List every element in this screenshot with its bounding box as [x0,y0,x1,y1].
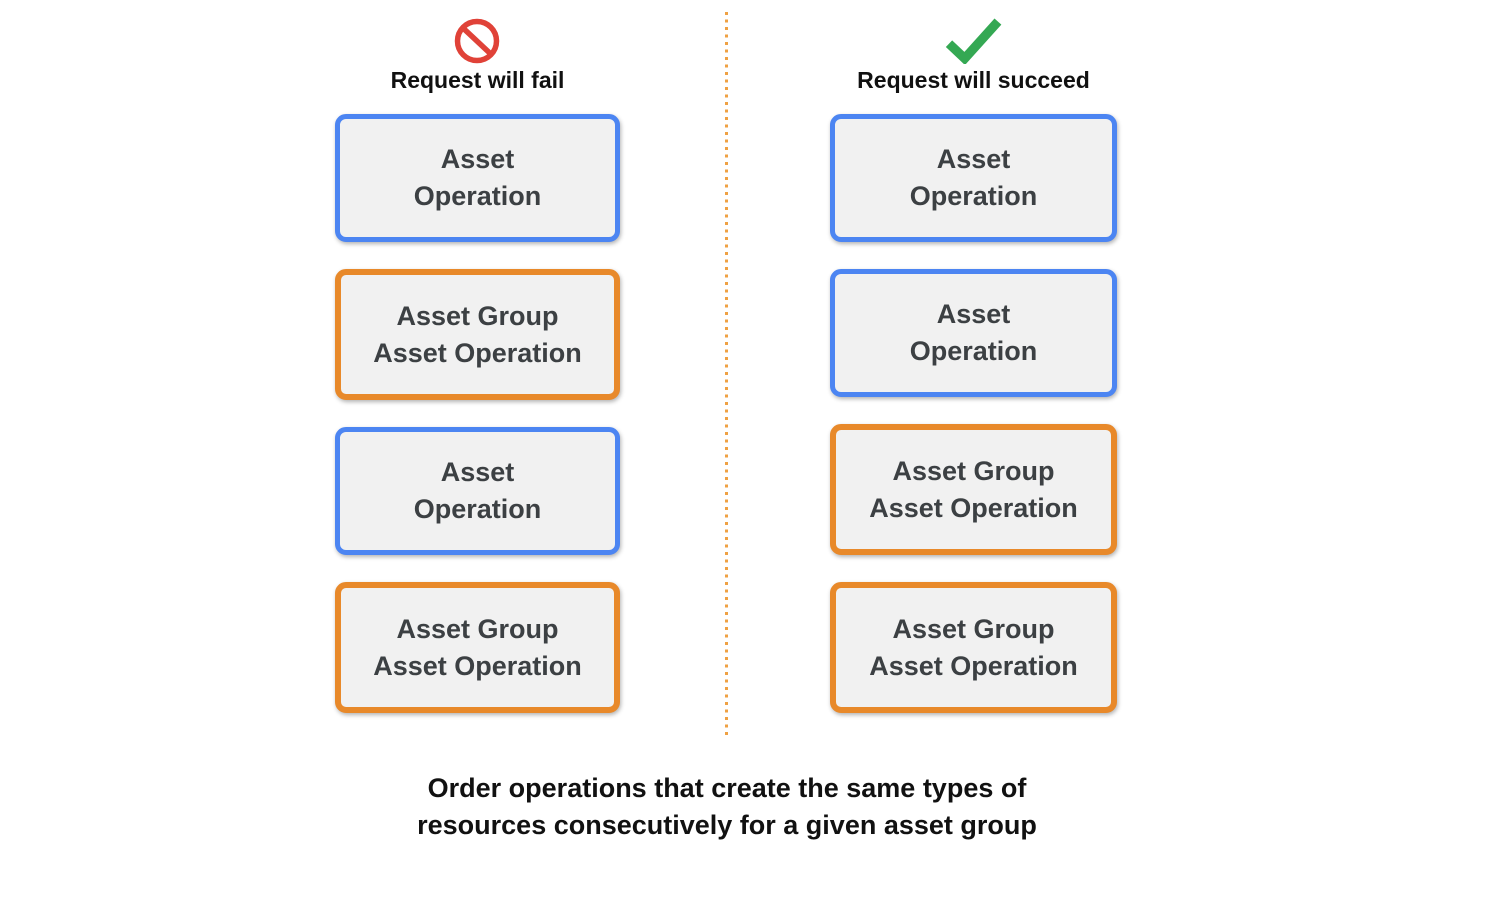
asset-group-asset-operation-box: Asset Group Asset Operation [830,424,1117,555]
dotted-divider [725,12,728,738]
fail-column: Request will fail Asset Operation Asset … [335,16,620,740]
box-label: Asset Group Asset Operation [373,300,582,368]
box-label: Asset Operation [413,144,542,211]
box-label: Asset Operation [909,299,1038,366]
fail-column-header: Request will fail [390,16,565,94]
diagram-caption: Order operations that create the same ty… [417,773,1037,840]
asset-group-asset-operation-box: Asset Group Asset Operation [335,269,620,400]
asset-operation-box: Asset Operation [335,114,620,242]
asset-group-asset-operation-box: Asset Group Asset Operation [335,582,620,713]
checkmark-icon [946,18,1002,64]
box-label: Asset Operation [909,144,1038,211]
succeed-column-header: Request will succeed [857,16,1090,94]
fail-column-title: Request will fail [390,67,565,93]
succeed-column: Request will succeed Asset Operation Ass… [830,16,1117,740]
asset-group-asset-operation-box: Asset Group Asset Operation [830,582,1117,713]
succeed-column-title: Request will succeed [857,67,1090,93]
box-label: Asset Group Asset Operation [373,613,582,681]
box-label: Asset Group Asset Operation [869,613,1078,681]
prohibited-icon [455,18,500,64]
box-label: Asset Operation [413,457,542,524]
asset-operation-box: Asset Operation [830,269,1117,397]
asset-operation-box: Asset Operation [335,427,620,555]
box-label: Asset Group Asset Operation [869,455,1078,523]
asset-operation-box: Asset Operation [830,114,1117,242]
